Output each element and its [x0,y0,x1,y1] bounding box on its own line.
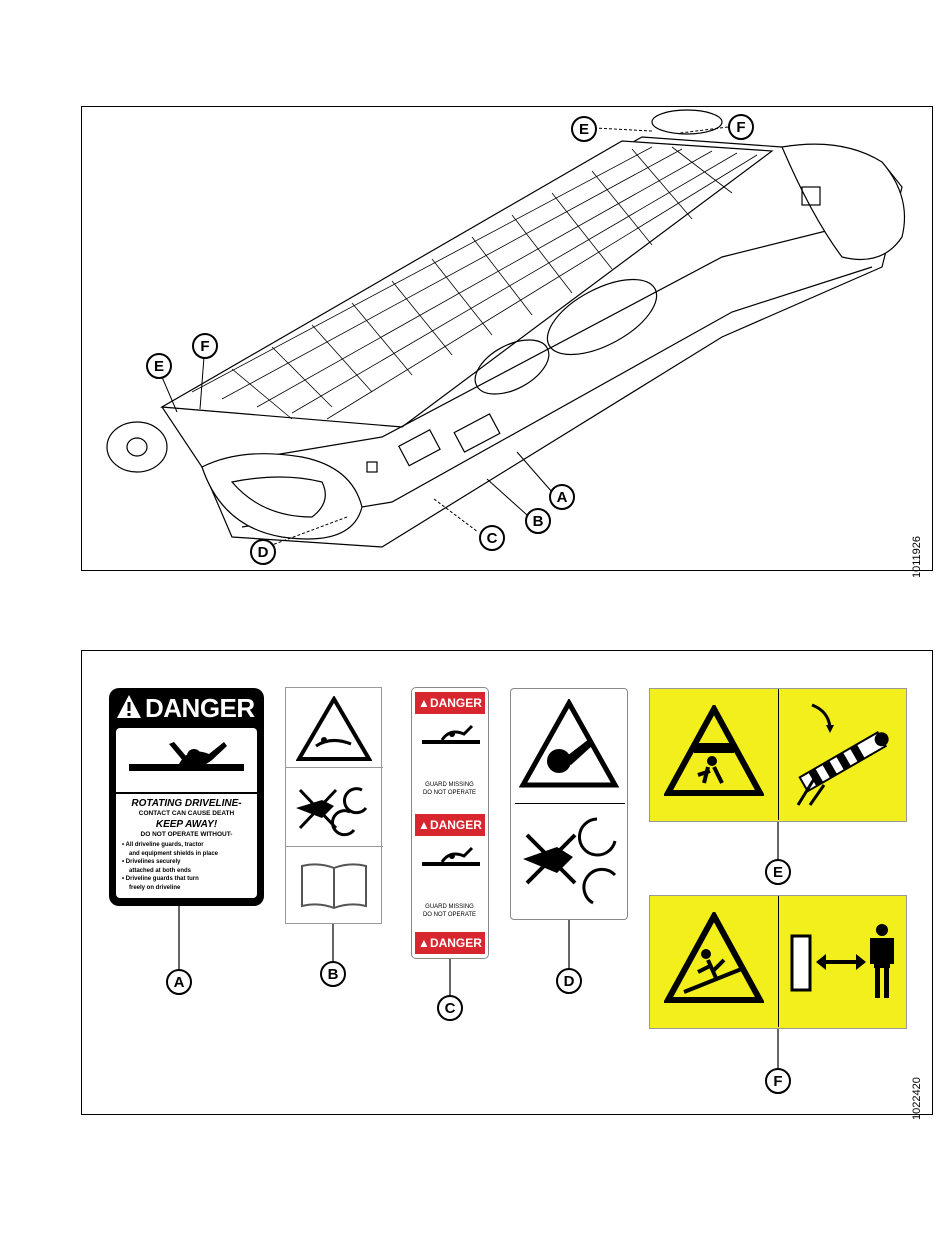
decal-c-guard-line1-top: GUARD MISSING [425,782,474,788]
decal-c-guard-line2-bottom: DO NOT OPERATE [422,912,477,918]
decal-a-header: DANGER [145,693,255,723]
decal-c-header-top: ▲DANGER [415,692,485,714]
decal-d [510,688,628,920]
decal-c-header-middle: ▲DANGER [415,814,485,836]
decals-panel: DANGER ROTATING DRIVELINE- CONTACT CAN C… [81,650,933,1120]
figure-number: 1011926 [911,535,923,578]
decal-callout-b: B [320,961,346,987]
decal-e [649,688,907,822]
callout-f-left: F [192,333,218,359]
decal-callout-c: C [437,995,463,1021]
decal-c-guard-line2-top: DO NOT OPERATE [422,790,477,796]
header-illustration-panel: A B C D E F E F 1011926 [81,106,933,578]
callout-e-right: E [571,116,597,142]
callout-c: C [479,525,505,551]
callout-b: B [525,508,551,534]
callout-d: D [250,539,276,565]
decal-a: DANGER ROTATING DRIVELINE- CONTACT CAN C… [109,688,264,906]
decal-callout-a: A [166,969,192,995]
decal-a-bullet-1: • All driveline guards, tractor [122,842,204,848]
decal-c-guard-line1-bottom: GUARD MISSING [425,904,474,910]
decal-callout-e: E [765,859,791,885]
decal-a-bullet-2: • Drivelines securely [122,859,181,865]
callout-e-left: E [146,353,172,379]
decal-c-header-bottom: ▲DANGER [415,932,485,954]
warning-triangle-icon [116,694,142,720]
decal-callout-d: D [556,968,582,994]
decal-a-bullet-1b: and equipment shields in place [129,850,219,857]
decal-a-bullet-2b: attached at both ends [129,867,192,874]
decal-c: ▲DANGER GUARD MISSING DO NOT OPERATE ▲DA… [411,687,489,959]
driveline-entanglement-icon [124,734,249,789]
callout-a: A [549,484,575,510]
decal-a-line2: CONTACT CAN CAUSE DEATH [138,810,235,817]
decal-a-bullet-3b: freely on driveline [129,884,181,891]
decal-a-line3: KEEP AWAY! [155,819,218,830]
callout-f-right: F [728,114,754,140]
decal-callout-f: F [765,1068,791,1094]
header-machine-drawing [106,109,905,548]
decal-f [649,895,907,1029]
decal-a-bullet-3: • Driveline guards that turn [122,876,199,882]
decal-a-title: ROTATING DRIVELINE- [131,798,242,809]
figure-number-2: 1022420 [911,1077,923,1120]
decal-b [285,687,383,924]
decal-a-line4: DO NOT OPERATE WITHOUT- [140,831,233,838]
